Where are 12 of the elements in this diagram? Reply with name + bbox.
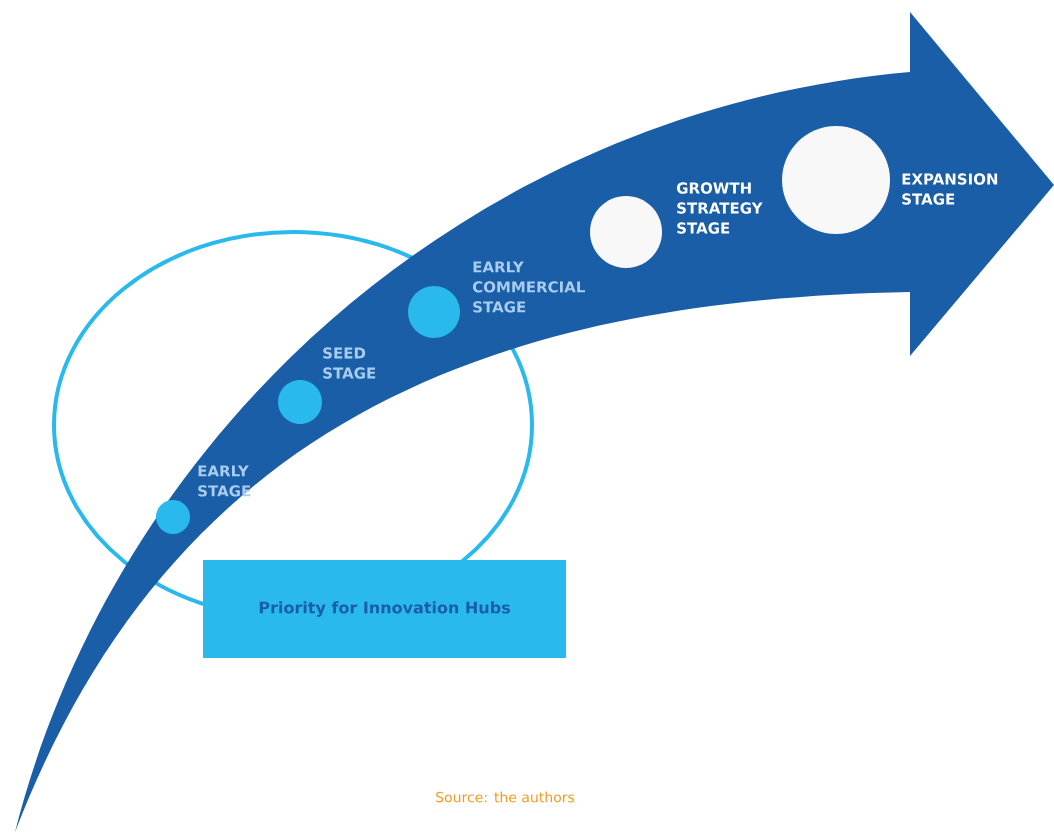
stage-label: GROWTH STRATEGY STAGE (676, 182, 763, 234)
stage-label: EARLY STAGE (198, 465, 251, 497)
stage-label: EARLY COMMERCIAL STAGE (472, 261, 585, 313)
stage-circle (408, 286, 460, 338)
stage-circle (278, 380, 322, 424)
priority-box: Priority for Innovation Hubs (203, 560, 566, 658)
stage-circle (782, 126, 890, 234)
stage-label: SEED STAGE (323, 347, 376, 379)
stage-circle (590, 196, 662, 268)
caption: Source: the authors (436, 791, 575, 803)
stage-label: EXPANSION STAGE (902, 173, 998, 205)
stage-circle (156, 500, 190, 534)
